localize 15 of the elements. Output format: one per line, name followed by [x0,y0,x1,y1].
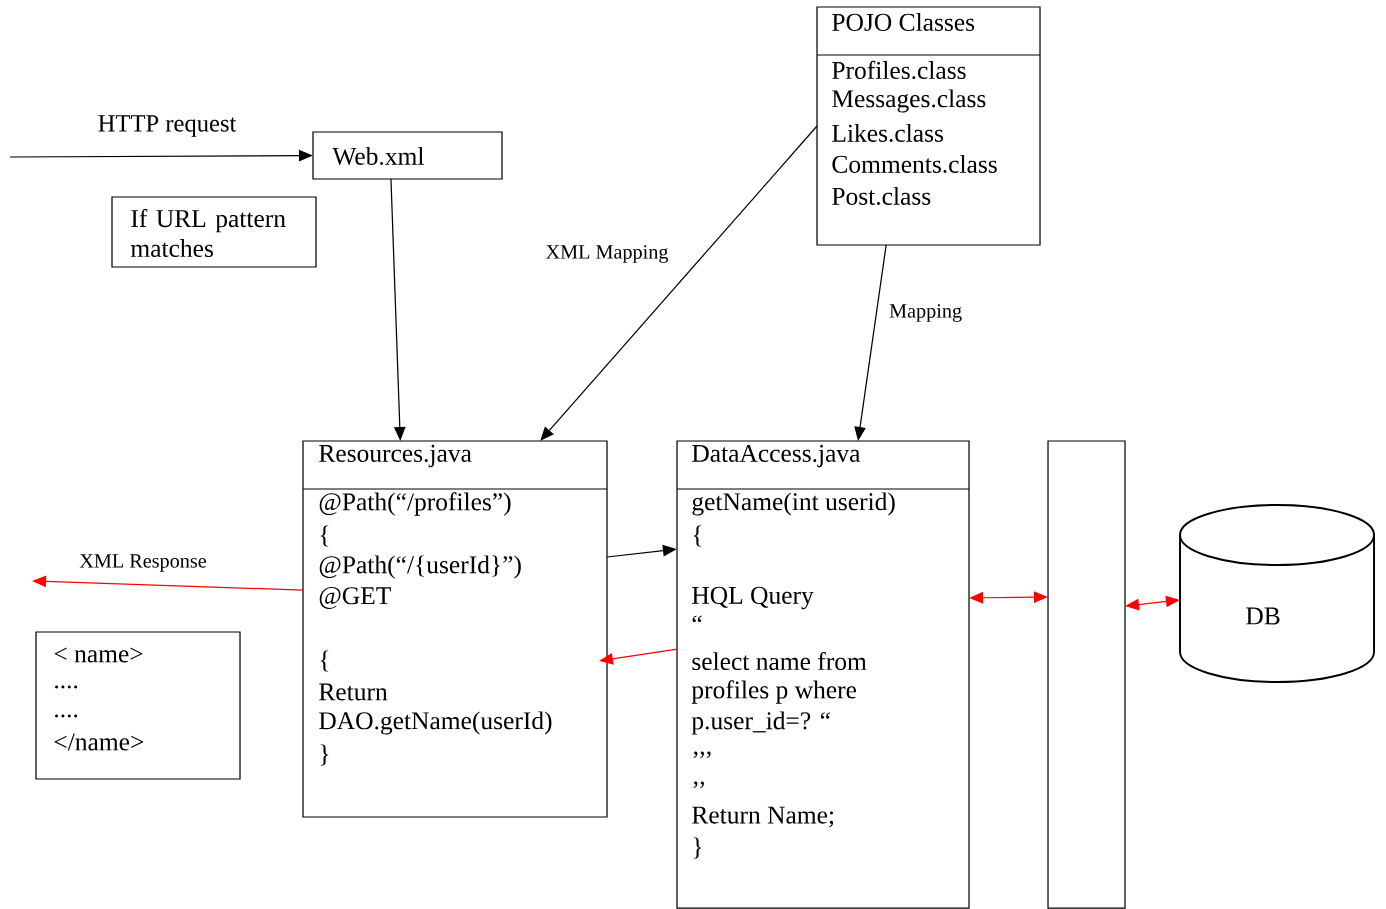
edge-label: XML Response [77,552,209,574]
class-box: POJO Classes Profiles.class Messages.class Likes.class Comments.class Post.class [816,6,1041,246]
layer-box [1047,440,1126,909]
class-box: DataAccess.java getName(int userid) { HQL Query “ select name from profiles p where p.user_id=? “ ’’’ ’’ Return Name; } [676,440,970,909]
condition-box: If URL pattern matches [111,196,317,268]
file-box: Web.xml [312,131,503,180]
database-cylinder: DB [1179,504,1375,683]
edge-label: XML Mapping [543,243,671,265]
edge-label: Mapping [887,302,964,324]
class-box: Resources.java @Path(“/profiles”) { @Path(“/{userId}”) @GET { Return DAO.getName(userId) } [302,440,608,818]
xml-box: < name> .... .... </name> [35,631,241,780]
edge-label: HTTP request [95,113,239,139]
node-label: DB [1246,607,1280,625]
arrow [540,125,818,441]
arrow [599,648,678,665]
